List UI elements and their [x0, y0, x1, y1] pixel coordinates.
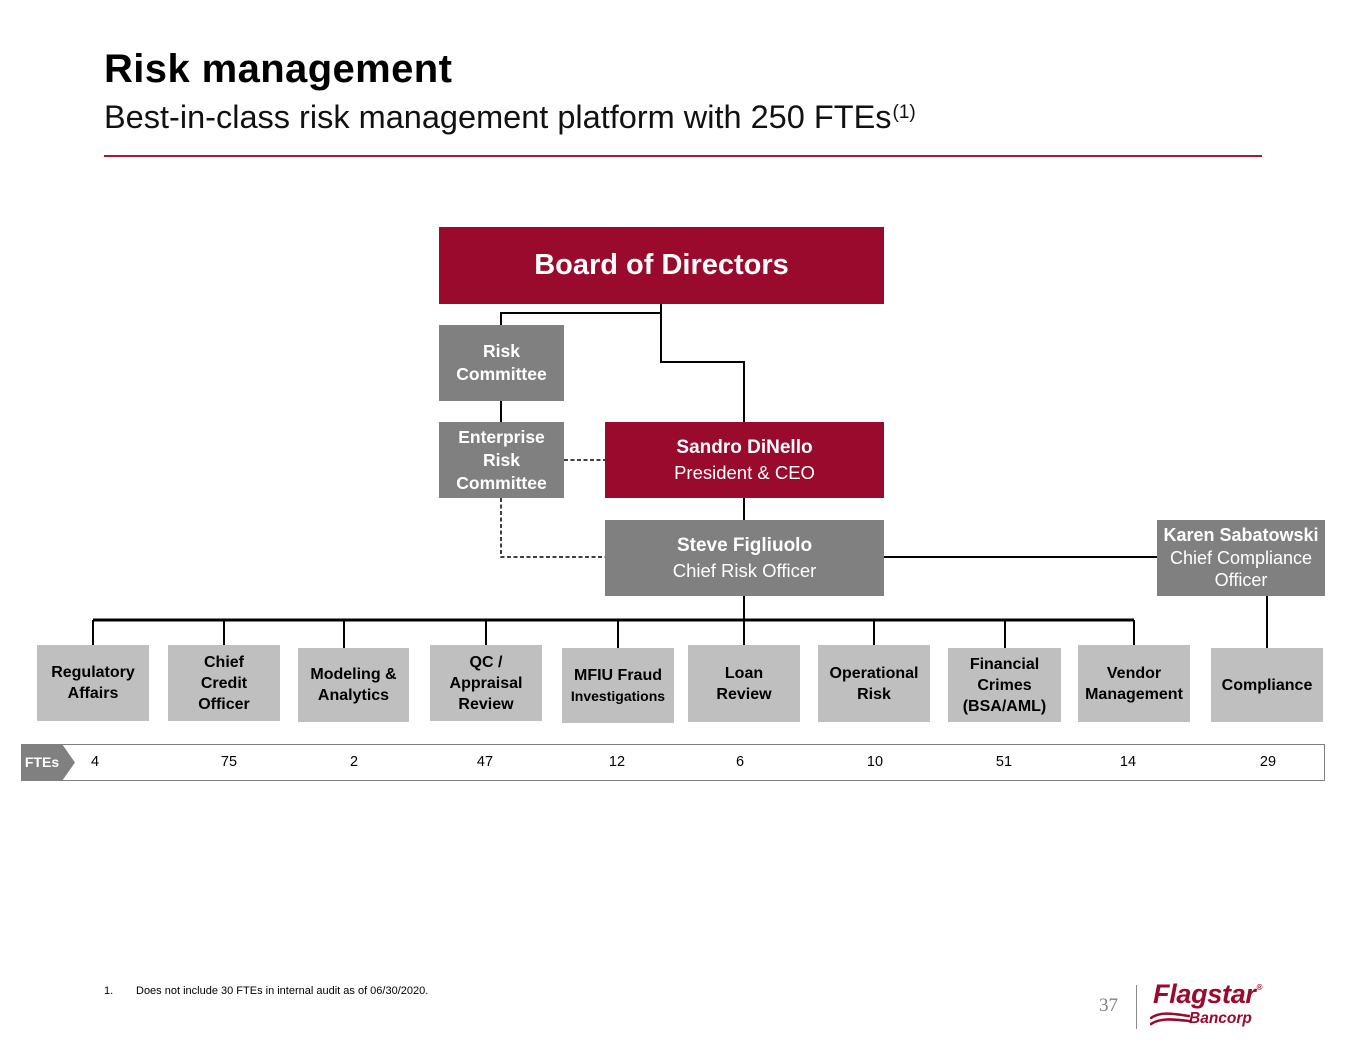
- swoosh-icon: [1150, 1012, 1190, 1026]
- fte-count: 2: [349, 754, 359, 770]
- erc-line: Enterprise: [458, 426, 545, 447]
- logo-sub: Bancorp: [1189, 1010, 1252, 1027]
- dept-label-line: Chief: [204, 653, 244, 671]
- cco-box: Karen Sabatowski Chief Compliance Office…: [1157, 520, 1325, 596]
- cco-title: Chief Compliance Officer: [1169, 547, 1313, 591]
- dept-vendor-management: Vendor Management: [1078, 645, 1190, 722]
- ceo-name: Sandro DiNello: [676, 437, 813, 458]
- dept-compliance: Compliance: [1211, 648, 1323, 722]
- dept-label-line: Risk: [857, 685, 891, 703]
- dept-label-line: QC /: [469, 653, 503, 671]
- fte-count: 6: [735, 754, 745, 770]
- connector-board-ceo: [660, 304, 745, 422]
- fte-row: FTEs 4 75 2 47 12 6 10 51 14 29: [21, 744, 1325, 781]
- dept-label-line: Vendor: [1106, 664, 1162, 682]
- dept-label-line: Review: [458, 695, 514, 713]
- dept-label-line: Officer: [198, 695, 250, 713]
- fte-count: 75: [220, 754, 238, 770]
- dept-label-line: MFIU Fraud: [574, 666, 662, 684]
- dept-label-line: (BSA/AML): [962, 697, 1047, 715]
- dept-regulatory-affairs: Regulatory Affairs: [37, 645, 149, 721]
- fte-count: 4: [90, 754, 100, 770]
- dept-label-line: Review: [716, 685, 772, 703]
- cro-box: Steve Figliuolo Chief Risk Officer: [605, 520, 884, 596]
- fte-count: 14: [1119, 754, 1137, 770]
- dept-label-line: Operational: [829, 664, 919, 682]
- board-of-directors-box: Board of Directors: [439, 227, 884, 304]
- fte-count: 10: [866, 754, 884, 770]
- dept-operational-risk: Operational Risk: [818, 645, 930, 722]
- cro-title: Chief Risk Officer: [672, 560, 817, 581]
- fte-chevron-icon: [21, 744, 75, 781]
- dept-label-line: Loan: [724, 664, 764, 682]
- registered-mark: ®: [1256, 983, 1263, 992]
- erc-line: Committee: [456, 472, 547, 493]
- risk-committee-line: Committee: [456, 364, 547, 384]
- logo-name: Flagstar: [1153, 979, 1256, 1009]
- dept-label-line: Regulatory: [51, 664, 135, 681]
- page-number: 37: [1099, 995, 1118, 1016]
- connector-board-risk-committee: [500, 312, 661, 325]
- dept-label-line: Appraisal: [449, 674, 523, 692]
- erc-line: Risk: [483, 449, 520, 470]
- cco-name: Karen Sabatowski: [1163, 525, 1319, 546]
- dept-label-line: Compliance: [1221, 676, 1313, 694]
- board-label: Board of Directors: [534, 249, 789, 281]
- ceo-box: Sandro DiNello President & CEO: [605, 422, 884, 498]
- footnote-reference: (1): [892, 102, 916, 123]
- footer-divider: [1136, 985, 1137, 1029]
- dept-label-line: Investigations: [570, 687, 666, 704]
- cro-name: Steve Figliuolo: [676, 535, 813, 556]
- dept-financial-crimes: Financial Crimes (BSA/AML): [948, 648, 1061, 722]
- fte-count: 29: [1259, 754, 1277, 770]
- page-subtitle: Best-in-class risk management platform w…: [104, 98, 916, 142]
- fte-count: 51: [995, 754, 1013, 770]
- fte-count: 12: [608, 754, 626, 770]
- enterprise-risk-committee-box: Enterprise Risk Committee: [439, 422, 564, 498]
- dept-chief-credit-officer: Chief Credit Officer: [168, 645, 280, 721]
- risk-committee-line: Risk: [483, 341, 520, 361]
- subtitle-text: Best-in-class risk management platform w…: [104, 99, 892, 135]
- risk-committee-box: Risk Committee: [439, 325, 564, 401]
- dept-label-line: Crimes: [977, 676, 1032, 694]
- connector-erc-cro-dashed: [500, 498, 605, 558]
- ceo-title: President & CEO: [674, 462, 815, 483]
- fte-label: FTEs: [24, 754, 60, 770]
- dept-label-line: Financial: [969, 655, 1040, 673]
- dept-loan-review: Loan Review: [688, 645, 800, 722]
- footnote: 1. Does not include 30 FTEs in internal a…: [104, 984, 428, 998]
- title-rule: [104, 155, 1262, 157]
- dept-label-line: Modeling &: [310, 666, 397, 683]
- dept-mfiu-fraud-investigations: MFIU Fraud Investigations: [562, 648, 674, 723]
- dept-modeling-analytics: Modeling & Analytics: [298, 648, 409, 722]
- dept-label-line: Management: [1085, 685, 1183, 703]
- fte-count: 47: [476, 754, 494, 770]
- dept-label-line: Analytics: [317, 687, 390, 704]
- dept-label-line: Affairs: [67, 685, 119, 702]
- dept-label-line: Credit: [200, 674, 248, 692]
- page-title: Risk management: [104, 47, 453, 91]
- dept-qc-appraisal-review: QC / Appraisal Review: [430, 645, 542, 721]
- footnote-marker: 1.: [104, 985, 114, 997]
- logo-wordmark: Flagstar®: [1153, 978, 1263, 1017]
- footnote-text: Does not include 30 FTEs in internal aud…: [136, 985, 429, 997]
